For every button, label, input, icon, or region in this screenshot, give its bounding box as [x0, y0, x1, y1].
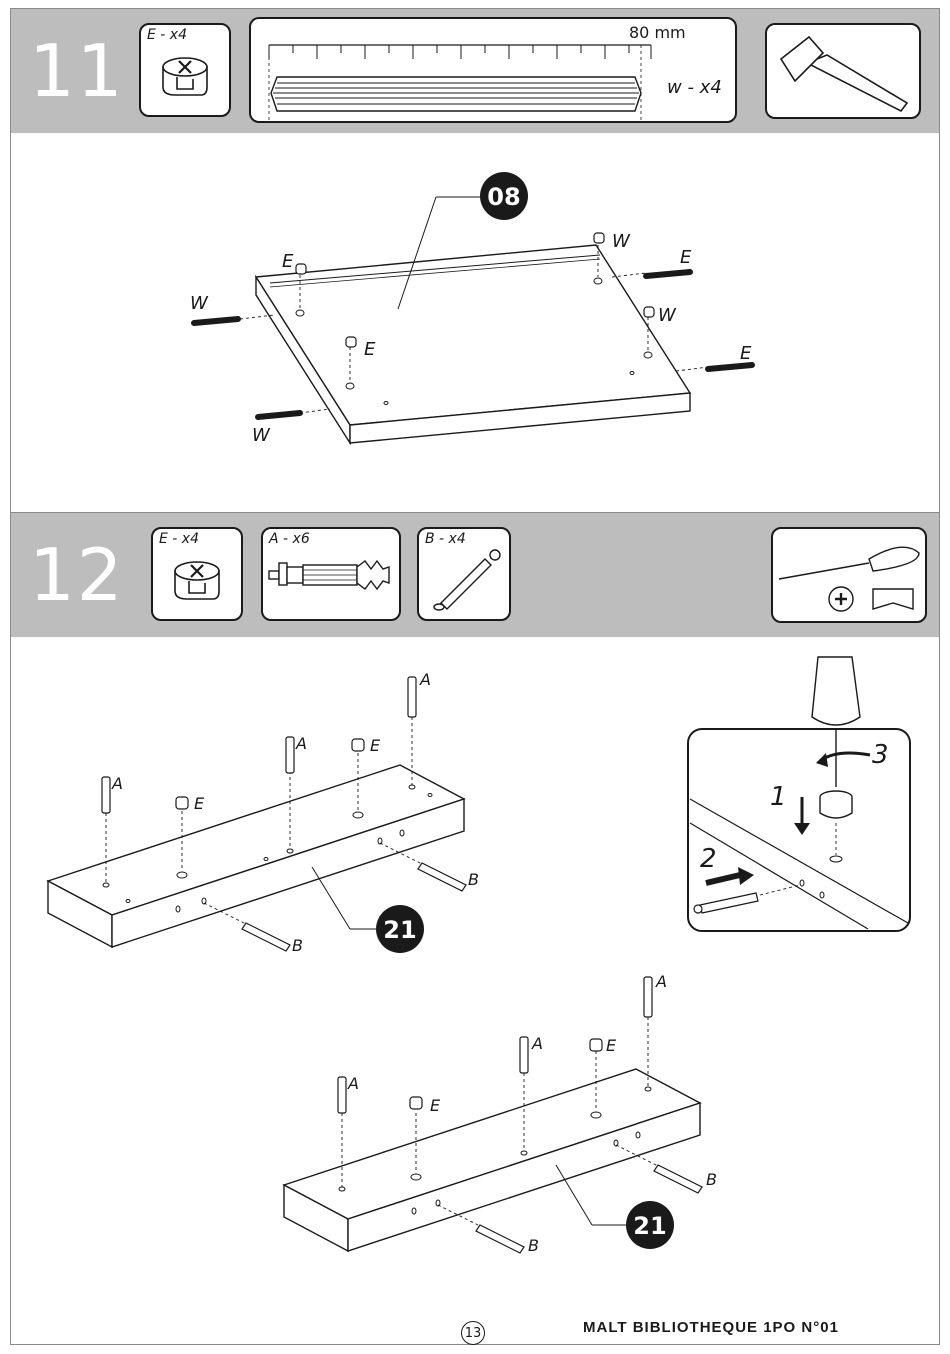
part-e-label: E - x4 — [159, 531, 199, 547]
label-a: A — [531, 1034, 543, 1053]
detail-step-3: 3 — [872, 740, 889, 770]
tools-drawing — [778, 546, 920, 612]
step11-dowel-box: 80 mm w - x4 — [249, 17, 737, 123]
part-a-label: A - x6 — [269, 531, 310, 547]
section-divider — [11, 512, 939, 513]
flat-blade-icon — [872, 588, 914, 610]
detail-step-2: 2 — [700, 844, 717, 874]
step11-diagram: 08 E W W E W E W E — [190, 172, 755, 446]
step12-diagram: 21 A A A E E B B 21 A A A E — [46, 656, 911, 1255]
part-e-label: E - x4 — [147, 27, 187, 43]
dowel-label: w - x4 — [667, 77, 722, 98]
label-a: A — [419, 670, 431, 689]
phillips-icon — [828, 586, 854, 612]
label-a: A — [347, 1074, 359, 1093]
label-w: W — [658, 305, 677, 326]
hammer-icon — [779, 35, 909, 113]
step12-number: 12 — [29, 533, 125, 617]
label-w: W — [190, 293, 209, 314]
label-b: B — [706, 1170, 717, 1189]
page-number: 13 — [461, 1321, 485, 1345]
label-e: E — [364, 339, 376, 360]
detail-step-1: 1 — [770, 782, 787, 812]
step11-header: 11 E - x4 80 mm w - x4 — [11, 9, 939, 133]
label-a: A — [295, 734, 307, 753]
label-b: B — [468, 870, 479, 889]
label-e: E — [606, 1036, 617, 1055]
label-w: W — [612, 231, 631, 252]
label-e: E — [370, 736, 381, 755]
step12-part-a-box: A - x6 — [261, 527, 401, 621]
label-b: B — [528, 1236, 539, 1255]
cam-lock-icon — [162, 57, 208, 96]
document-title: MALT BIBLIOTHEQUE 1PO N°01 — [583, 1319, 839, 1336]
label-a: A — [655, 972, 667, 991]
label-e: E — [680, 247, 692, 268]
step12-header: 12 E - x4 A - x6 B — [11, 513, 939, 637]
label-e: E — [194, 794, 205, 813]
label-e: E — [740, 343, 752, 364]
dowel-ruler-drawing — [268, 44, 652, 123]
dowel-pin-icon — [433, 549, 501, 611]
part-b-label: B - x4 — [425, 531, 466, 547]
cam-lock-icon — [174, 561, 220, 600]
step12-part-b-box: B - x4 — [417, 527, 511, 621]
step11-part-e-box: E - x4 — [139, 23, 231, 117]
ruler-label: 80 mm — [629, 23, 686, 42]
step11-number: 11 — [29, 29, 125, 113]
cam-bolt-icon — [268, 559, 390, 591]
step11-panel-ref: 08 — [487, 183, 520, 211]
detail-inset: 1 2 3 — [687, 656, 911, 932]
step12-panel-ref-upper: 21 — [383, 916, 416, 944]
step12-part-e-box: E - x4 — [151, 527, 243, 621]
screwdriver-handle-icon — [811, 656, 861, 787]
step11-tool-box — [765, 23, 921, 119]
label-w: W — [252, 425, 271, 446]
label-e: E — [430, 1096, 441, 1115]
step12-tool-box — [771, 527, 927, 623]
step12-panel-ref-lower: 21 — [633, 1212, 666, 1240]
label-b: B — [292, 936, 303, 955]
label-e: E — [282, 251, 294, 272]
screwdriver-icon — [778, 546, 920, 580]
label-a: A — [111, 774, 123, 793]
